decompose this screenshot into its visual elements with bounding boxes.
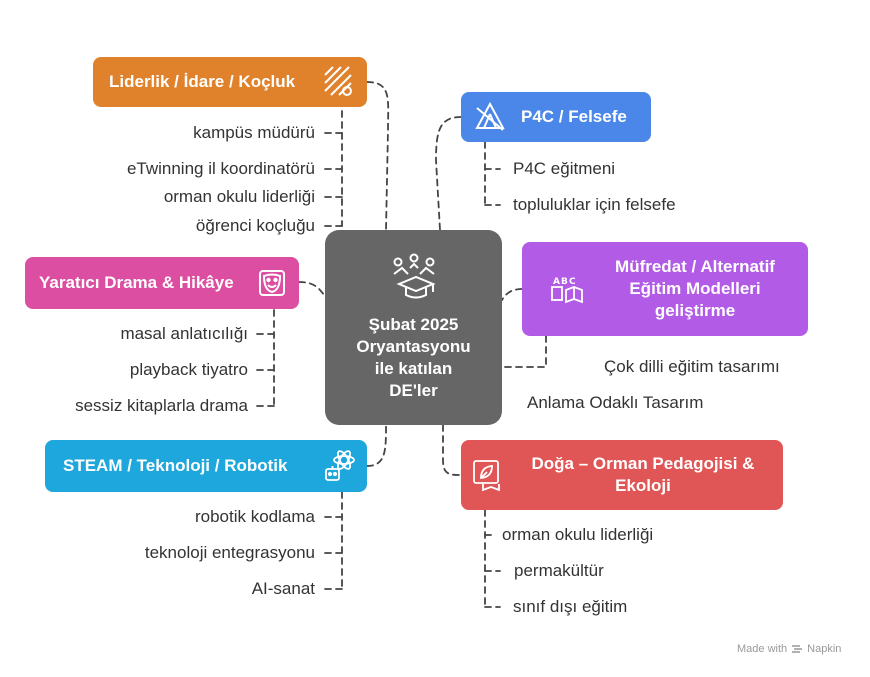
leaf-drama-3: sessiz kitaplarla drama bbox=[75, 396, 248, 415]
branch-nature-title-1: Doğa – Orman Pedagojisi & bbox=[531, 454, 755, 473]
branch-nature[interactable]: Doğa – Orman Pedagojisi & Ekoloji bbox=[461, 440, 783, 510]
central-line-3: ile katılan bbox=[374, 359, 453, 378]
leaf-book-icon bbox=[471, 458, 505, 492]
branch-p4c-title: P4C / Felsefe bbox=[521, 107, 627, 126]
napkin-logo-icon bbox=[792, 645, 803, 653]
leaf-leadership-3: orman okulu liderliği bbox=[163, 187, 315, 206]
leaf-drama-1: masal anlatıcılığı bbox=[120, 324, 248, 343]
strategy-icon bbox=[321, 65, 355, 99]
theater-mask-icon bbox=[255, 266, 289, 300]
branch-curriculum[interactable]: A B C Müfredat / Alternatif Eğitim Model… bbox=[522, 242, 808, 336]
leaf-drama-2: playback tiyatro bbox=[129, 360, 248, 379]
leaf-steam-3: AI-sanat bbox=[251, 579, 315, 598]
abc-book-icon: A B C bbox=[550, 272, 584, 306]
branch-curriculum-title-3: geliştirme bbox=[654, 301, 736, 320]
leaf-p4c-2: topluluklar için felsefe bbox=[513, 195, 676, 214]
branch-drama-title: Yaratıcı Drama & Hikâye bbox=[39, 273, 234, 292]
leaf-steam-1: robotik kodlama bbox=[194, 507, 315, 526]
svg-text:A: A bbox=[553, 277, 560, 287]
leaf-p4c-1: P4C eğitmeni bbox=[513, 159, 616, 178]
leaf-nature-2: permakültür bbox=[514, 561, 604, 580]
made-with-text: Made with bbox=[737, 643, 788, 655]
branch-p4c[interactable]: P4C / Felsefe bbox=[461, 92, 651, 142]
leaf-leadership-4: öğrenci koçluğu bbox=[195, 216, 315, 235]
svg-text:C: C bbox=[569, 277, 576, 287]
tent-icon bbox=[473, 100, 507, 134]
central-topic: Şubat 2025 Oryantasyonu ile katılan DE'l… bbox=[325, 230, 502, 425]
napkin-brand: Napkin bbox=[807, 643, 842, 655]
branch-steam-title: STEAM / Teknoloji / Robotik bbox=[63, 456, 288, 475]
branch-steam[interactable]: STEAM / Teknoloji / Robotik bbox=[45, 440, 367, 492]
made-with-napkin: Made with Napkin bbox=[737, 643, 841, 655]
leaf-curriculum-1: Çok dilli eğitim tasarımı bbox=[604, 357, 780, 376]
branch-curriculum-title-1: Müfredat / Alternatif bbox=[615, 257, 775, 276]
leaf-steam-2: teknoloji entegrasyonu bbox=[144, 543, 315, 562]
branch-drama[interactable]: Yaratıcı Drama & Hikâye bbox=[25, 257, 299, 309]
central-line-4: DE'ler bbox=[389, 381, 438, 400]
branch-nature-title-2: Ekoloji bbox=[615, 476, 671, 495]
leaf-nature-3: sınıf dışı eğitim bbox=[513, 597, 628, 616]
branch-leadership[interactable]: Liderlik / İdare / Koçluk bbox=[93, 57, 367, 107]
leaf-leadership-2: eTwinning il koordinatörü bbox=[126, 159, 315, 178]
branch-leadership-title: Liderlik / İdare / Koçluk bbox=[109, 72, 296, 91]
svg-text:B: B bbox=[561, 277, 568, 287]
central-line-2: Oryantasyonu bbox=[356, 337, 471, 356]
branch-curriculum-title-2: Eğitim Modelleri bbox=[629, 279, 761, 298]
central-line-1: Şubat 2025 bbox=[368, 315, 459, 334]
leaf-nature-1: orman okulu liderliği bbox=[502, 525, 654, 544]
leaf-curriculum-2: Anlama Odaklı Tasarım bbox=[527, 393, 704, 412]
people-graduation-cap-icon bbox=[389, 252, 439, 302]
robot-atom-icon bbox=[323, 449, 357, 483]
leaf-leadership-1: kampüs müdürü bbox=[193, 123, 315, 142]
